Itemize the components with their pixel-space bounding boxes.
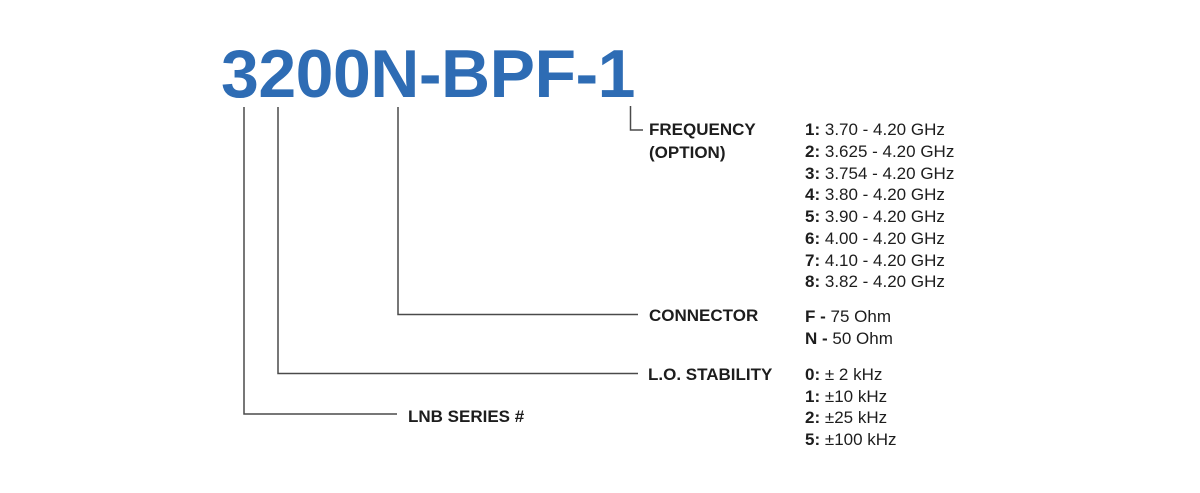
- option-key: 0:: [805, 365, 821, 384]
- frequency-option-4: 4: 3.80 - 4.20 GHz: [805, 184, 954, 206]
- part-number-title: 3200N-BPF-1: [221, 36, 636, 112]
- frequency-label-line1: FREQUENCY: [649, 120, 756, 139]
- frequency-option-6: 6: 4.00 - 4.20 GHz: [805, 228, 954, 250]
- frequency-option-3: 3: 3.754 - 4.20 GHz: [805, 163, 954, 185]
- option-key: 2:: [805, 141, 821, 161]
- option-key: 3:: [805, 163, 821, 183]
- option-key: 5:: [805, 430, 821, 450]
- option-value: ±25 kHz: [824, 408, 888, 428]
- option-value: 3.90 - 4.20 GHz: [824, 207, 945, 226]
- lo-stability-options-list: 0: ± 2 kHz 1: ±10 kHz 2: ±25 kHz 5: ±100…: [805, 364, 897, 451]
- option-value: 4.00 - 4.20 GHz: [824, 228, 945, 248]
- frequency-option-2: 2: 3.625 - 4.20 GHz: [805, 141, 954, 163]
- frequency-option-7: 7: 4.10 - 4.20 GHz: [805, 250, 954, 272]
- option-key: F -: [805, 307, 826, 326]
- frequency-option-5: 5: 3.90 - 4.20 GHz: [805, 206, 954, 228]
- frequency-option-1: 1: 3.70 - 4.20 GHz: [805, 119, 954, 141]
- option-key: N -: [805, 329, 828, 348]
- option-value: 3.754 - 4.20 GHz: [824, 163, 955, 183]
- option-value: 4.10 - 4.20 GHz: [824, 250, 945, 270]
- option-key: 1:: [805, 120, 821, 139]
- option-value: 3.82 - 4.20 GHz: [824, 272, 945, 292]
- stability-option-5: 5: ±100 kHz: [805, 429, 897, 451]
- option-key: 7:: [805, 250, 821, 270]
- lnb-series-label: LNB SERIES #: [408, 407, 525, 426]
- connector-label: CONNECTOR: [649, 306, 759, 325]
- option-value: 3.625 - 4.20 GHz: [824, 141, 955, 161]
- connector-options-list: F - 75 Ohm N - 50 Ohm: [805, 306, 893, 350]
- line-connector: [397, 107, 638, 316]
- option-value: ±10 kHz: [824, 386, 888, 406]
- line-lo-stability: [277, 107, 638, 375]
- stability-option-1: 1: ±10 kHz: [805, 386, 897, 408]
- option-key: 2:: [805, 408, 821, 428]
- option-value: 50 Ohm: [832, 329, 893, 348]
- option-value: ± 2 kHz: [824, 365, 883, 384]
- lo-stability-label: L.O. STABILITY: [648, 365, 773, 384]
- option-key: 4:: [805, 185, 821, 205]
- frequency-label: FREQUENCY (OPTION): [649, 118, 756, 164]
- option-value: 3.70 - 4.20 GHz: [824, 120, 945, 139]
- stability-option-2: 2: ±25 kHz: [805, 407, 897, 429]
- option-key: 8:: [805, 272, 821, 292]
- stability-option-0: 0: ± 2 kHz: [805, 364, 897, 386]
- option-value: 75 Ohm: [830, 307, 891, 326]
- option-key: 6:: [805, 228, 821, 248]
- option-key: 1:: [805, 386, 821, 406]
- line-lnb-series: [243, 107, 397, 415]
- connector-option-n: N - 50 Ohm: [805, 328, 893, 350]
- connector-option-f: F - 75 Ohm: [805, 306, 893, 328]
- frequency-options-list: 1: 3.70 - 4.20 GHz 2: 3.625 - 4.20 GHz 3…: [805, 119, 954, 293]
- option-key: 5:: [805, 207, 821, 226]
- frequency-option-8: 8: 3.82 - 4.20 GHz: [805, 271, 954, 293]
- frequency-label-line2: (OPTION): [649, 143, 726, 162]
- option-value: ±100 kHz: [824, 430, 897, 450]
- line-frequency: [629, 106, 643, 131]
- option-value: 3.80 - 4.20 GHz: [824, 185, 945, 205]
